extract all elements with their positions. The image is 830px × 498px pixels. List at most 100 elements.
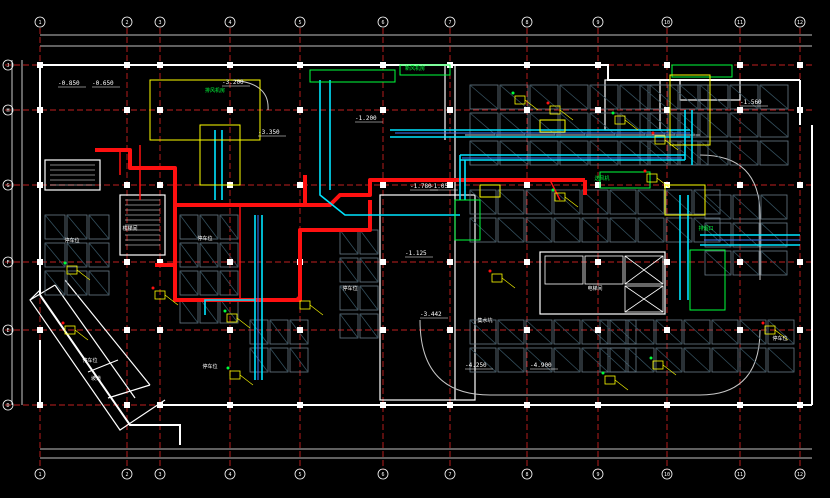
parking-stall — [637, 217, 665, 243]
axis-label: 1 — [38, 20, 41, 26]
axis-bubble — [661, 468, 673, 480]
column — [297, 402, 303, 408]
parking-stall — [525, 347, 553, 373]
column — [797, 62, 803, 68]
parking-stall — [249, 319, 269, 345]
parking-stall — [704, 250, 732, 276]
axis-label: 1 — [38, 472, 41, 478]
note-label: 新风机房 — [405, 65, 425, 72]
parking-stall — [269, 319, 289, 345]
parking-stall — [683, 319, 711, 345]
axis-label: 5 — [298, 20, 301, 26]
parking-stall — [66, 214, 88, 240]
axis-label: E — [6, 328, 9, 334]
outer-walls — [39, 64, 813, 445]
axis-bubble — [154, 468, 166, 480]
parking-stall — [589, 140, 619, 166]
column — [380, 402, 386, 408]
column — [447, 259, 453, 265]
ramp-diagonal — [29, 279, 166, 431]
axis-bubble — [521, 468, 533, 480]
parking-stall — [339, 285, 359, 311]
parking-stall — [665, 217, 693, 243]
axis-bubble — [2, 399, 14, 411]
parking-stall — [88, 214, 110, 240]
axis-label: 9 — [596, 20, 599, 26]
column — [37, 327, 43, 333]
axis-label: 10 — [664, 472, 670, 478]
column — [297, 62, 303, 68]
axis-bubble — [34, 468, 46, 480]
column — [737, 182, 743, 188]
column — [524, 327, 530, 333]
column — [595, 402, 601, 408]
axis-bubble — [377, 16, 389, 28]
axis-bubble — [154, 16, 166, 28]
column — [797, 402, 803, 408]
column — [664, 107, 670, 113]
parking-stall — [497, 217, 525, 243]
column — [157, 62, 163, 68]
parking-stall — [88, 270, 110, 296]
parking-stall — [699, 84, 729, 110]
column — [297, 327, 303, 333]
column — [447, 182, 453, 188]
parking-stall — [711, 347, 739, 373]
axis-bubble — [794, 16, 806, 28]
room-label: 集水坑 — [477, 317, 492, 324]
column — [797, 107, 803, 113]
structural-columns — [37, 62, 803, 408]
column — [157, 327, 163, 333]
parking-stall — [627, 347, 655, 373]
parking-stall — [729, 84, 759, 110]
parking-stall — [729, 140, 759, 166]
parking-stall — [359, 313, 379, 339]
parking-stall — [289, 347, 309, 373]
parking-stall — [469, 217, 497, 243]
parking-stall — [525, 217, 553, 243]
parking-stall — [732, 194, 760, 220]
level-label: -4.900 — [530, 362, 552, 369]
parking-stall — [619, 140, 649, 166]
parking-stall — [497, 347, 525, 373]
exhaust-ducts-red-thin — [119, 145, 561, 300]
parking-stall — [44, 214, 66, 240]
room-label: 停车位 — [202, 363, 217, 370]
stair-left — [50, 164, 160, 246]
column — [380, 182, 386, 188]
column — [797, 259, 803, 265]
parking-stall — [249, 347, 269, 373]
diffuser-markers — [61, 91, 789, 391]
level-label: -3.350 — [258, 129, 280, 136]
room-label: 停车位 — [342, 285, 357, 292]
parking-stall — [44, 242, 66, 268]
column — [37, 107, 43, 113]
axis-label: 11 — [737, 472, 743, 478]
parking-stall — [767, 347, 795, 373]
axis-bubble — [377, 468, 389, 480]
supply-ducts-blue — [257, 132, 800, 380]
axis-label: 9 — [596, 472, 599, 478]
room-label: 停车位 — [772, 335, 787, 342]
column — [124, 62, 130, 68]
column — [524, 259, 530, 265]
column — [37, 62, 43, 68]
column — [595, 182, 601, 188]
parking-stall — [529, 84, 559, 110]
column — [157, 402, 163, 408]
column — [524, 107, 530, 113]
column — [595, 62, 601, 68]
column — [157, 107, 163, 113]
axis-label: 8 — [525, 472, 528, 478]
parking-stall — [499, 84, 529, 110]
level-label: -1.050 — [430, 183, 452, 190]
parking-stall — [199, 214, 219, 240]
column — [227, 62, 233, 68]
parking-stall — [179, 214, 199, 240]
note-label: 排风机房 — [205, 87, 225, 94]
axis-bubble — [121, 468, 133, 480]
column — [297, 107, 303, 113]
room-label: 停车位 — [82, 357, 97, 364]
column — [380, 327, 386, 333]
